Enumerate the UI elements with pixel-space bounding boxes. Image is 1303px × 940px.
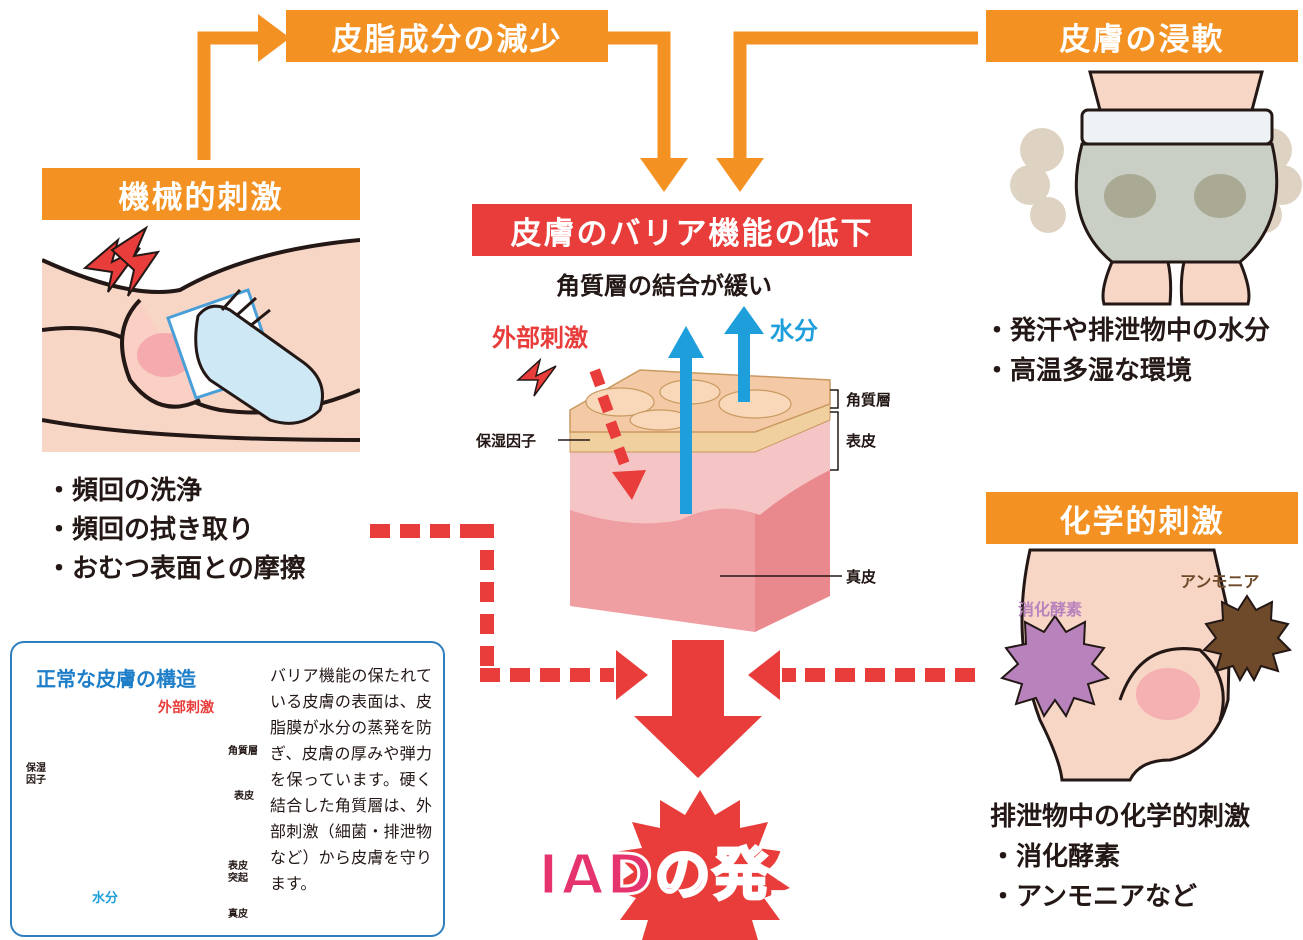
label-moisture: 水分: [770, 317, 818, 345]
mechanical-illustration: [42, 222, 360, 452]
label-epidermis: 表皮: [846, 432, 877, 450]
label-external-stimulus: 外部刺激: [492, 324, 588, 352]
inset-label-dermis: 真皮: [228, 909, 248, 920]
label-stratum-corneum: 角質層: [846, 391, 892, 409]
inset-label-external: 外部刺激: [158, 700, 214, 716]
barrier-subtitle: 角質層の結合が緩い: [556, 272, 772, 300]
label-ammonia: アンモニア: [1180, 572, 1260, 591]
chemical-item-1: 排泄物中の化学的刺激: [990, 802, 1251, 832]
label-nmf: 保湿因子: [476, 432, 537, 450]
flow-arrows-orange: [197, 31, 978, 160]
heading-chemical: 化学的刺激: [986, 492, 1298, 544]
mechanical-item-1: ・頻回の洗浄: [46, 476, 203, 506]
arrowhead-right: [258, 14, 290, 62]
heading-maceration: 皮膚の浸軟: [986, 10, 1298, 62]
dotted-arrows-red: [370, 524, 975, 700]
skin-block-diagram: [516, 306, 842, 632]
maceration-item-1: ・発汗や排泄物中の水分: [984, 316, 1271, 346]
chemical-item-3: ・アンモニアなど: [990, 882, 1197, 912]
label-digestive-enzyme: 消化酵素: [1018, 600, 1083, 619]
maceration-item-2: ・高温多湿な環境: [984, 356, 1193, 386]
arrowheads-orange: [258, 14, 764, 192]
heading-barrier: 皮膚のバリア機能の低下: [472, 204, 912, 256]
heading-mechanical: 機械的刺激: [42, 168, 360, 220]
chemical-item-2: ・消化酵素: [990, 842, 1121, 872]
arrowhead-down-2: [716, 158, 764, 192]
inset-title: 正常な皮膚の構造: [36, 667, 196, 691]
maceration-illustration: [1010, 70, 1302, 306]
heading-sebum-decrease: 皮脂成分の減少: [286, 10, 608, 62]
starburst: [610, 790, 790, 940]
inset-label-moisture: 水分: [92, 891, 119, 906]
inset-description: バリア機能の保たれている皮膚の表面は、皮脂膜が水分の蒸発を防ぎ、皮膚の厚みや弾力…: [270, 666, 432, 893]
result-title: IADの発生: [537, 842, 829, 910]
inset-label-nmf: 保湿 因子: [26, 763, 46, 786]
arrowhead-down-1: [640, 158, 688, 192]
result-arrow: [634, 640, 762, 778]
mechanical-item-2: ・頻回の拭き取り: [46, 515, 255, 545]
inset-label-stratum-corneum: 角質層: [228, 746, 258, 757]
mechanical-item-3: ・おむつ表面との摩擦: [46, 554, 306, 584]
inset-label-papilla: 表皮 突起: [228, 861, 248, 884]
chemical-illustration: [999, 548, 1292, 782]
normal-skin-inset: 正常な皮膚の構造 外部刺激 保湿 因子 角質層 表皮 表皮 突起 真皮 水分 バ…: [10, 641, 445, 937]
label-dermis: 真皮: [846, 568, 877, 586]
inset-label-epidermis: 表皮: [234, 791, 254, 802]
